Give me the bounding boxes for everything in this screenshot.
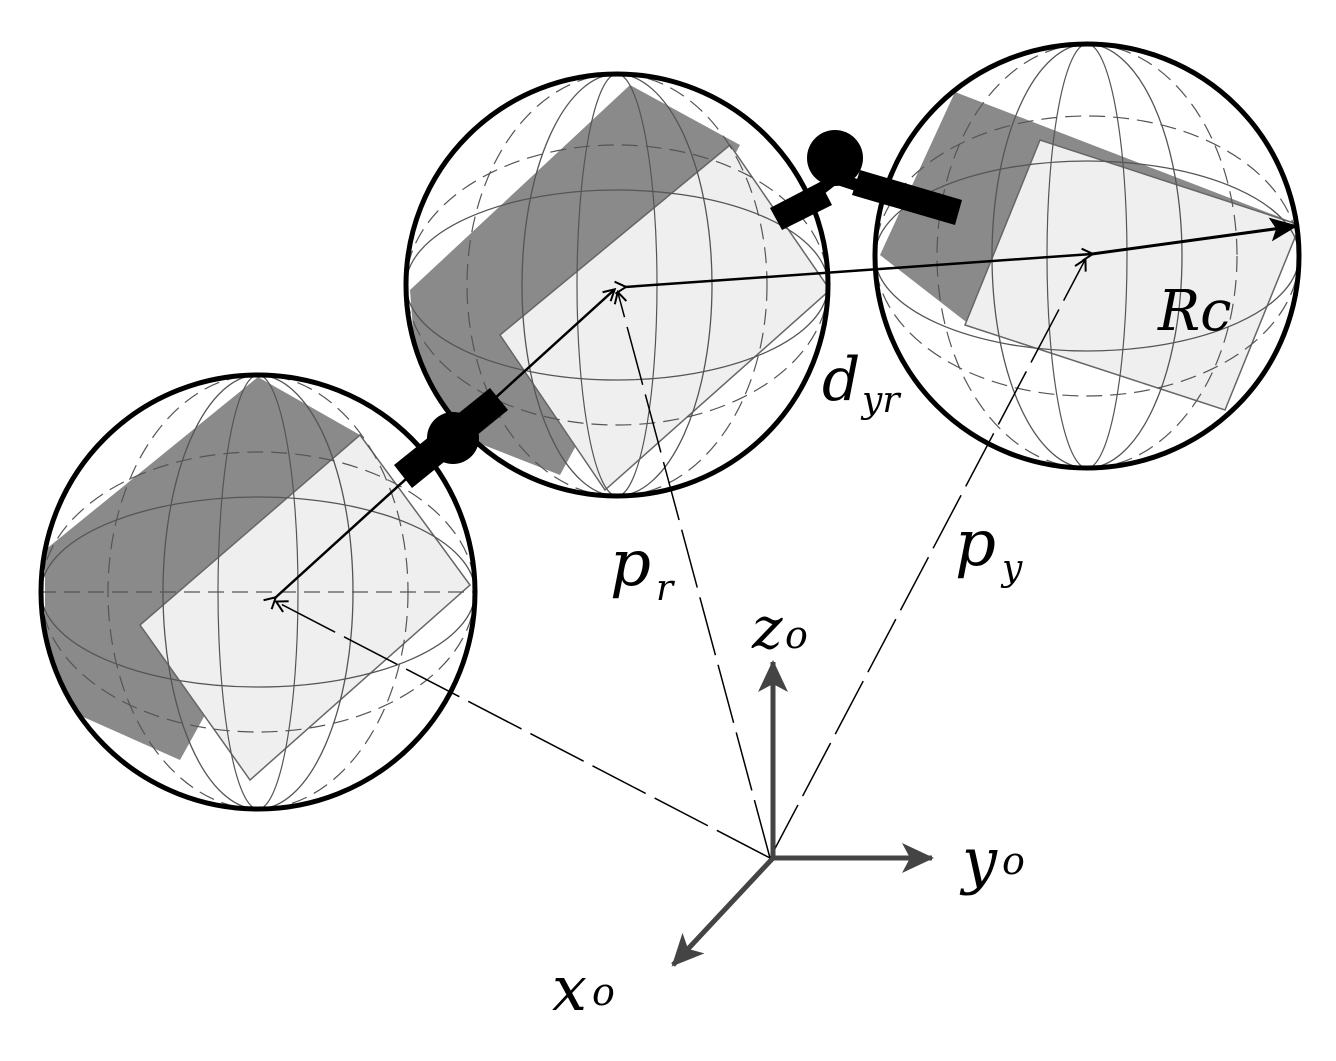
svg-text:o: o	[592, 970, 615, 1014]
pl-vector	[277, 602, 771, 859]
zo-label: z o	[751, 594, 808, 662]
center-link-left-middle	[275, 290, 614, 598]
xo-label: x o	[552, 952, 615, 1025]
py-vector	[769, 260, 1085, 859]
svg-text:o: o	[1002, 839, 1025, 883]
svg-text:p: p	[610, 527, 651, 601]
upper-joint	[770, 130, 962, 230]
py-label: p y	[955, 507, 1023, 589]
svg-text:z: z	[751, 594, 783, 662]
svg-text:r: r	[656, 568, 675, 609]
svg-text:yr: yr	[860, 380, 901, 421]
yo-label: y o	[959, 824, 1025, 897]
xo-axis-arrow	[671, 856, 775, 967]
pr-label: p r	[610, 527, 675, 609]
svg-text:d: d	[822, 345, 860, 415]
coordinate-frame	[671, 660, 934, 967]
svg-text:x: x	[552, 952, 587, 1025]
dyr-vector	[625, 254, 1092, 287]
svg-text:y: y	[959, 824, 998, 897]
dyr-label: d yr	[822, 345, 901, 421]
left-module	[38, 372, 478, 812]
svg-text:y: y	[1000, 548, 1023, 589]
rc-radius-arrow	[1091, 217, 1298, 256]
right-module	[872, 41, 1302, 471]
svg-text:p: p	[955, 507, 996, 581]
pr-vector	[618, 293, 771, 859]
svg-text:o: o	[785, 613, 808, 657]
rc-label: Rc	[1157, 279, 1232, 344]
